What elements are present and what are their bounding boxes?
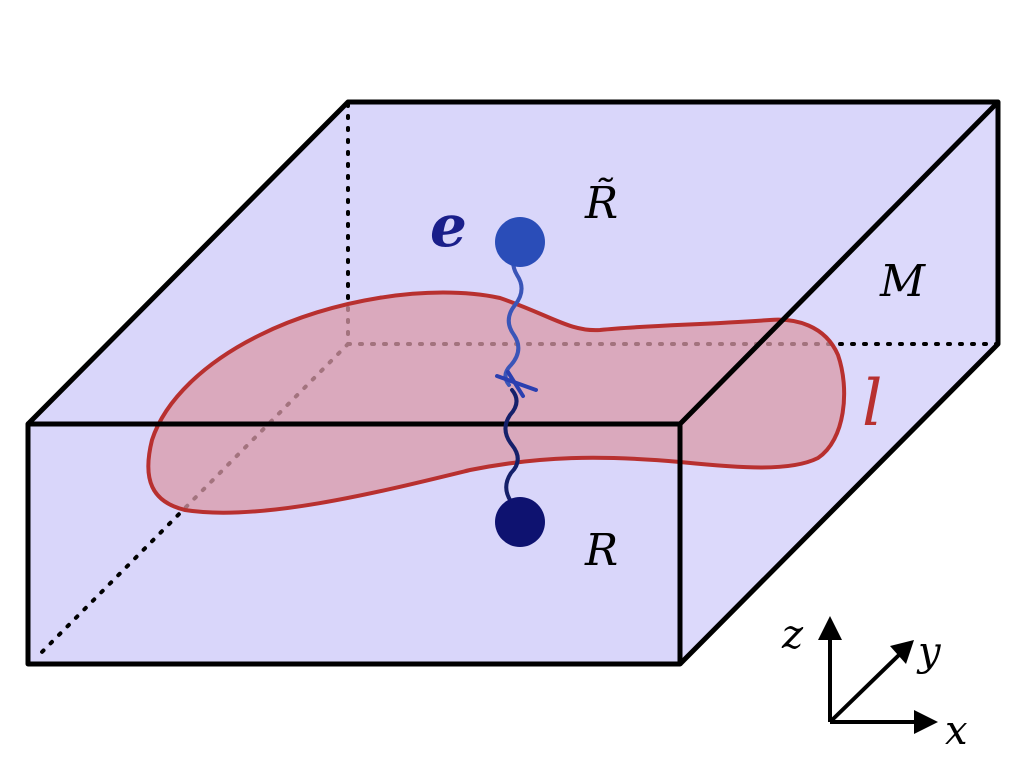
string-crossing-mark-b [506, 370, 525, 398]
excitation-lower-endpoint [495, 497, 545, 547]
coordinate-axes [828, 632, 922, 724]
loop-l [146, 290, 847, 515]
axis-z-label: z [781, 612, 804, 658]
slab-front-outline [25, 421, 683, 667]
axis-y-label: y [916, 629, 942, 675]
slab-solid-edges [25, 99, 1001, 667]
axis-z-arrowhead [818, 616, 842, 640]
label-excitation: e [430, 192, 467, 260]
axis-y-arrowhead [890, 640, 914, 664]
axis-x-arrowhead [914, 710, 938, 734]
axis-x-label: x [945, 708, 968, 754]
slab-front-right-top-edge [678, 100, 1000, 426]
label-lower-boundary: R [584, 525, 618, 576]
loop-l-sheet [146, 290, 847, 515]
excitation-upper-endpoint [495, 217, 545, 267]
label-bulk: M [879, 256, 926, 307]
label-loop: l [862, 367, 882, 441]
label-upper-boundary: R̃ [584, 176, 618, 229]
string-upper-segment [503, 243, 524, 387]
axis-y-line [828, 652, 902, 724]
